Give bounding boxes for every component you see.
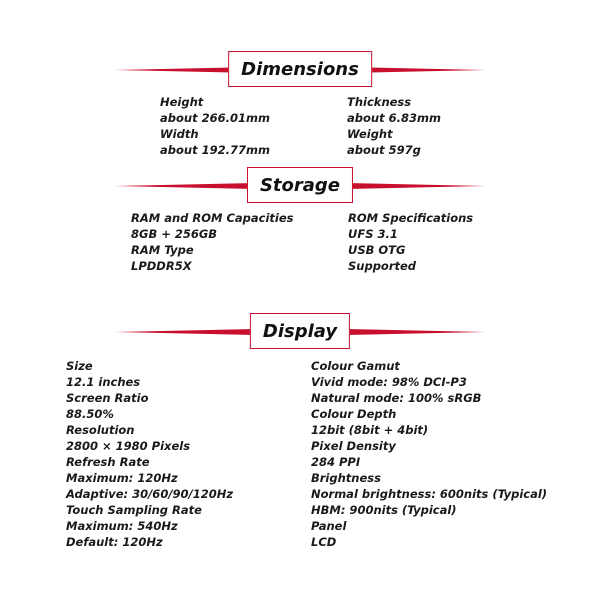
display-left-column: Size 12.1 inches Screen Ratio 88.50% Res… bbox=[66, 358, 233, 550]
width-label: Width bbox=[160, 127, 199, 141]
ram-type-value: LPDDR5X bbox=[131, 259, 192, 273]
storage-right-column: ROM Specifications UFS 3.1 USB OTG Suppo… bbox=[348, 210, 473, 274]
colour-gamut-value: Vivid mode: 98% DCI-P3 bbox=[311, 375, 467, 389]
dimensions-title: Dimensions bbox=[228, 51, 372, 87]
thickness-label: Thickness bbox=[347, 95, 412, 109]
ram-type-label: RAM Type bbox=[131, 243, 194, 257]
weight-label: Weight bbox=[347, 127, 393, 141]
panel-value: LCD bbox=[311, 535, 337, 549]
resolution-value: 2800 × 1980 Pixels bbox=[66, 439, 191, 453]
display-right-column: Colour Gamut Vivid mode: 98% DCI-P3 Natu… bbox=[311, 358, 547, 550]
dimensions-left-column: Height about 266.01mm Width about 192.77… bbox=[160, 94, 270, 158]
colour-gamut-label: Colour Gamut bbox=[311, 359, 400, 373]
height-label: Height bbox=[160, 95, 204, 109]
screen-ratio-label: Screen Ratio bbox=[66, 391, 149, 405]
size-label: Size bbox=[66, 359, 93, 373]
height-value: about 266.01mm bbox=[160, 111, 270, 125]
storage-left-column: RAM and ROM Capacities 8GB + 256GB RAM T… bbox=[131, 210, 294, 274]
rom-specifications-value: UFS 3.1 bbox=[348, 227, 398, 241]
screen-ratio-value: 88.50% bbox=[66, 407, 114, 421]
size-value: 12.1 inches bbox=[66, 375, 141, 389]
brightness-value-2: HBM: 900nits (Typical) bbox=[311, 503, 457, 517]
ram-rom-capacities-value: 8GB + 256GB bbox=[131, 227, 218, 241]
touch-sampling-rate-value: Maximum: 540Hz bbox=[66, 519, 178, 533]
weight-value: about 597g bbox=[347, 143, 421, 157]
storage-title: Storage bbox=[246, 167, 354, 203]
pixel-density-value: 284 PPI bbox=[311, 455, 361, 469]
colour-depth-value: 12bit (8bit + 4bit) bbox=[311, 423, 429, 437]
refresh-rate-label: Refresh Rate bbox=[66, 455, 150, 469]
panel-label: Panel bbox=[311, 519, 347, 533]
resolution-label: Resolution bbox=[66, 423, 135, 437]
usb-otg-value: Supported bbox=[348, 259, 417, 273]
storage-header: Storage bbox=[0, 167, 600, 207]
ram-rom-capacities-label: RAM and ROM Capacities bbox=[131, 211, 294, 225]
width-value: about 192.77mm bbox=[160, 143, 270, 157]
dimensions-right-column: Thickness about 6.83mm Weight about 597g bbox=[347, 94, 441, 158]
rom-specifications-label: ROM Specifications bbox=[348, 211, 474, 225]
usb-otg-label: USB OTG bbox=[348, 243, 406, 257]
display-header: Display bbox=[0, 313, 600, 353]
brightness-value: Normal brightness: 600nits (Typical) bbox=[311, 487, 548, 501]
refresh-rate-value-2: Adaptive: 30/60/90/120Hz bbox=[66, 487, 234, 501]
touch-sampling-rate-value-2: Default: 120Hz bbox=[66, 535, 163, 549]
display-title: Display bbox=[249, 313, 351, 349]
dimensions-header: Dimensions bbox=[0, 51, 600, 91]
colour-depth-label: Colour Depth bbox=[311, 407, 397, 421]
brightness-label: Brightness bbox=[311, 471, 381, 485]
thickness-value: about 6.83mm bbox=[347, 111, 441, 125]
refresh-rate-value: Maximum: 120Hz bbox=[66, 471, 178, 485]
colour-gamut-value-2: Natural mode: 100% sRGB bbox=[311, 391, 482, 405]
pixel-density-label: Pixel Density bbox=[311, 439, 396, 453]
touch-sampling-rate-label: Touch Sampling Rate bbox=[66, 503, 202, 517]
